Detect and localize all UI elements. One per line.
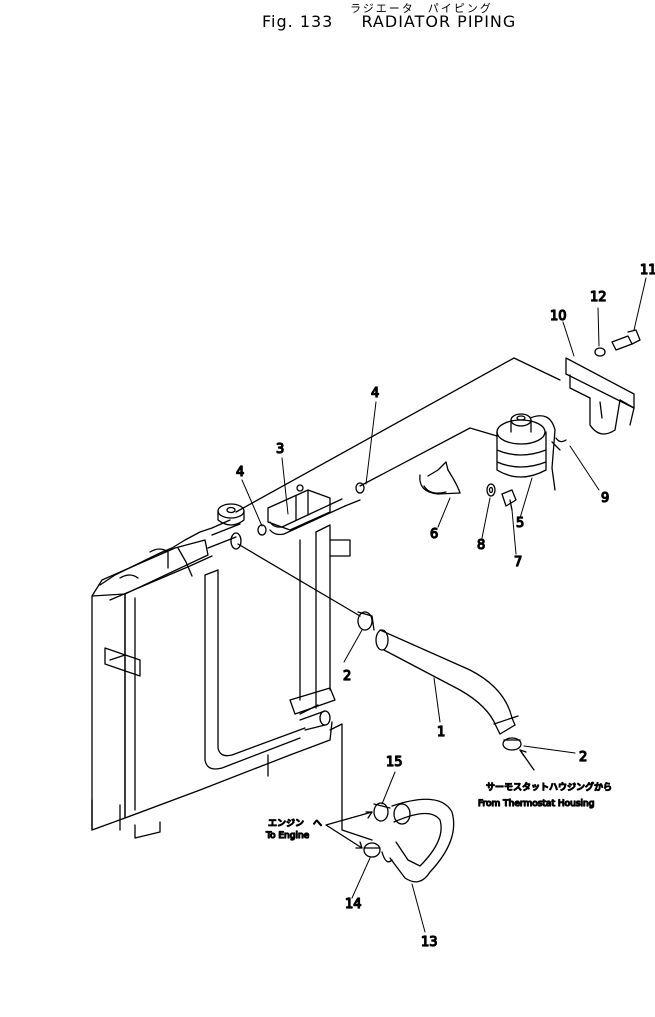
arrow-head-upper [365, 811, 373, 819]
label-part-4a: 4 [236, 465, 244, 480]
label-part-11: 11 [640, 263, 655, 278]
label-part-14: 14 [345, 897, 362, 912]
label-part-10: 10 [550, 309, 567, 324]
label-part-3: 3 [276, 442, 284, 457]
label-part-2b: 2 [579, 750, 587, 765]
label-part-1: 1 [437, 725, 445, 740]
figure-title: Fig. 133 RADIATOR PIPING [262, 12, 516, 31]
thermostat-arrow-head [519, 749, 527, 757]
washer-and-bolt [486, 483, 517, 511]
label-part-2a: 2 [343, 669, 351, 684]
to-engine-arrow [325, 811, 373, 849]
note-thermostat-jp: サーモスタットハウジングから [486, 781, 612, 793]
radiator [91, 484, 351, 839]
lower-hose [381, 798, 455, 883]
arrow-head-lower [355, 841, 363, 849]
leader-to-bracket [235, 357, 561, 513]
label-part-15: 15 [386, 755, 403, 770]
leader-outlet-to-clamp [237, 543, 361, 617]
hose-clamps-lower [363, 802, 391, 858]
note-engine-jp: エンジン へ [268, 819, 322, 829]
reserve-tank [496, 413, 556, 491]
mounting-bracket [551, 329, 641, 451]
overflow-tube [257, 482, 365, 536]
label-part-5: 5 [516, 516, 524, 531]
leader-to-tank [359, 427, 498, 487]
figure-name: RADIATOR PIPING [361, 12, 517, 31]
label-part-13: 13 [421, 935, 438, 950]
hose-clamps-upper [357, 611, 522, 751]
label-part-6: 6 [430, 527, 438, 542]
note-engine-en: To Engine [265, 831, 310, 841]
label-part-4b: 4 [371, 386, 379, 401]
upper-hose [375, 629, 519, 735]
label-part-12: 12 [590, 290, 607, 305]
note-thermostat-en: From Thermostat Housing [478, 799, 594, 809]
label-part-7: 7 [514, 555, 522, 570]
label-part-9: 9 [601, 491, 609, 506]
label-part-8: 8 [477, 538, 485, 553]
leader-outlet-lower [341, 759, 373, 841]
title-japanese: ラジエータ パイピング [350, 2, 493, 15]
part-leaders [241, 277, 647, 933]
figure-number: Fig. 133 [262, 12, 334, 31]
tank-band [419, 461, 461, 495]
